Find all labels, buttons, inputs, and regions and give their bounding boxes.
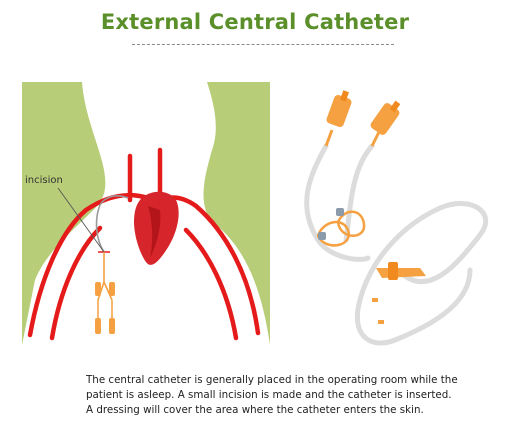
- inserted-catheter: [95, 195, 129, 253]
- incision-label: incision: [25, 175, 63, 186]
- caption-line: A dressing will cover the area where the…: [86, 404, 424, 416]
- page-title: External Central Catheter: [100, 10, 410, 34]
- caption-text: The central catheter is generally placed…: [86, 373, 486, 418]
- body-silhouette: [22, 82, 270, 345]
- caption-line: The central catheter is generally placed…: [86, 374, 458, 386]
- catheter-device: [304, 90, 489, 346]
- title-divider: [132, 44, 394, 45]
- incision-pointer: [57, 187, 105, 253]
- caption-line: patient is asleep. A small incision is m…: [86, 389, 452, 401]
- heart-illustration: [134, 191, 179, 265]
- small-catheter-hub: [95, 252, 115, 334]
